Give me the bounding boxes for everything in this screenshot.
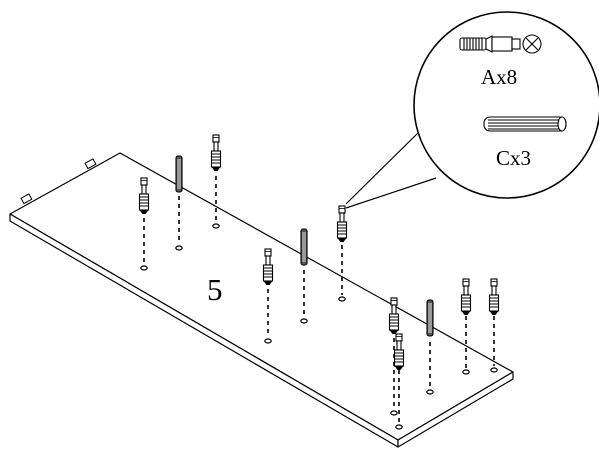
callout-pointer <box>345 127 437 209</box>
parts-callout-circle <box>413 11 599 199</box>
panel-hole <box>140 265 148 271</box>
pointer-line <box>345 127 424 205</box>
wooden-dowel-icon <box>483 116 567 132</box>
panel-hole <box>390 410 398 416</box>
pointer-line <box>345 177 437 209</box>
cam-bolt-icon <box>138 177 150 215</box>
panel-hole <box>212 223 220 229</box>
panel-holes <box>140 223 498 430</box>
panel-hole <box>338 296 346 302</box>
cam-bolt-icon <box>460 278 472 316</box>
panel-hole <box>395 424 403 430</box>
panel-hole <box>426 389 434 395</box>
panel-hole <box>300 318 308 324</box>
wooden-dowel-icon <box>300 228 308 266</box>
cam-bolt-icon <box>393 333 405 371</box>
step-number: 5 <box>207 272 223 307</box>
cam-bolt-icon <box>336 205 348 243</box>
edge-peg <box>84 158 97 170</box>
panel-hole <box>175 245 183 251</box>
part-a-label: Ax8 <box>481 65 517 89</box>
panel-hole <box>264 338 272 344</box>
cam-bolt-icon <box>388 297 400 335</box>
panel-hole <box>490 367 498 373</box>
cam-bolt-icon <box>459 34 542 54</box>
panel-side-edge <box>397 371 514 448</box>
cam-bolt-icon <box>262 248 274 286</box>
panel-top-face <box>9 152 514 441</box>
cam-bolt-icon <box>210 134 222 172</box>
edge-pegs <box>20 158 97 205</box>
part-c-label: Cx3 <box>496 146 531 170</box>
wooden-dowel-icon <box>175 155 183 193</box>
edge-peg <box>20 193 33 205</box>
shelf-panel <box>9 152 514 448</box>
panel-hole <box>462 369 470 375</box>
cam-bolt-icon <box>488 278 500 316</box>
wooden-dowel-icon <box>426 299 434 337</box>
